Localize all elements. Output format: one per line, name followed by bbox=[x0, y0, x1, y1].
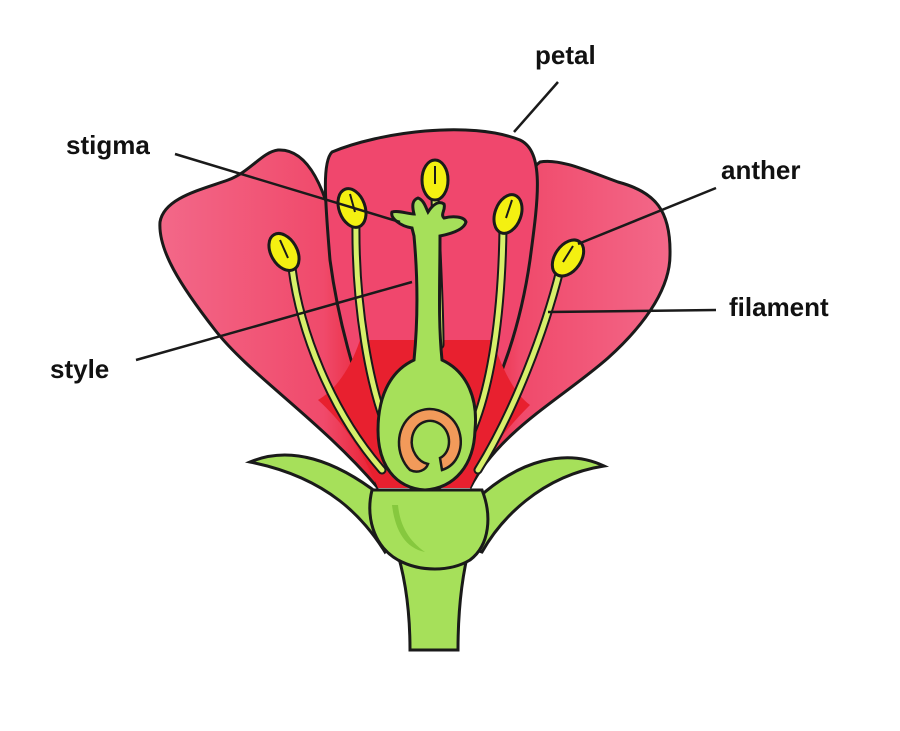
petal-label: petal bbox=[535, 40, 596, 70]
receptacle bbox=[368, 488, 490, 571]
petal-leader-line bbox=[513, 81, 559, 133]
style-leader-line bbox=[135, 280, 413, 362]
anther-1 bbox=[267, 232, 301, 272]
right-sepal bbox=[466, 456, 610, 554]
anther-leader-line bbox=[577, 186, 717, 246]
receptacle-highlight bbox=[392, 505, 425, 552]
stigma-label: stigma bbox=[66, 130, 150, 160]
filament-label: filament bbox=[729, 292, 829, 322]
filament-leader-line bbox=[547, 308, 717, 314]
anther-label: anther bbox=[721, 155, 801, 185]
anther-5 bbox=[550, 238, 586, 278]
ovule bbox=[397, 407, 462, 473]
anthers bbox=[267, 158, 586, 278]
style-label: style bbox=[50, 354, 110, 384]
stigma-leader-line bbox=[174, 152, 401, 224]
leader-lines bbox=[135, 81, 717, 362]
